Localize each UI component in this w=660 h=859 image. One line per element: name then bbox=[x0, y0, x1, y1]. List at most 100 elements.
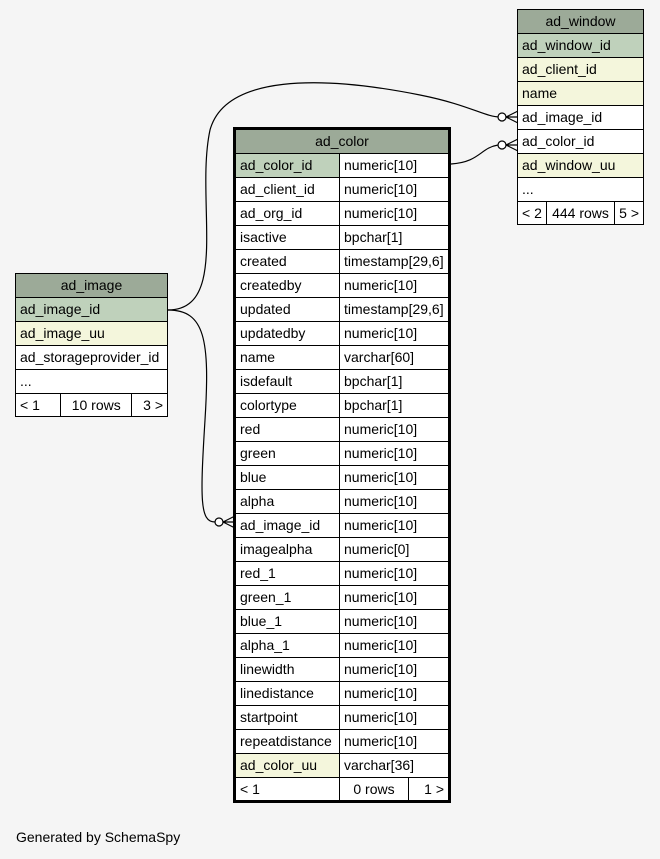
column-ad-image-uu[interactable]: ad_image_uu bbox=[15, 321, 168, 346]
column-name-cell[interactable]: isactive bbox=[234, 225, 340, 250]
column-name-cell[interactable]: ad_color_uu bbox=[234, 753, 340, 778]
column-name-cell[interactable]: linewidth bbox=[234, 657, 340, 682]
column-name-cell[interactable]: linedistance bbox=[234, 681, 340, 706]
column-name-cell[interactable]: blue_1 bbox=[234, 609, 340, 634]
column-name-cell[interactable]: updatedby bbox=[234, 321, 340, 346]
edge-ad-image-to-ad-color bbox=[167, 309, 216, 523]
children-link[interactable]: 1 > bbox=[407, 777, 451, 802]
column-name-cell[interactable]: created bbox=[234, 249, 340, 274]
column-type-cell: bpchar[1] bbox=[339, 369, 450, 394]
column-name-cell[interactable]: ad_client_id bbox=[234, 177, 340, 202]
column-ad-image-id[interactable]: ad_image_id bbox=[15, 297, 168, 322]
column-ad-storageprovider-id[interactable]: ad_storageprovider_id bbox=[15, 345, 168, 370]
column-more[interactable]: ... bbox=[517, 177, 644, 202]
crowfoot-optional-marker bbox=[214, 517, 224, 527]
column-ad-window-uu[interactable]: ad_window_uu bbox=[517, 153, 644, 178]
column-type-cell: numeric[10] bbox=[339, 657, 450, 682]
column-name[interactable]: name bbox=[517, 81, 644, 106]
column-ad-client-id[interactable]: ad_client_id bbox=[517, 57, 644, 82]
column-type-cell: varchar[60] bbox=[339, 345, 450, 370]
column-type-cell: numeric[10] bbox=[339, 561, 450, 586]
column-ad-color-id[interactable]: ad_color_id bbox=[517, 129, 644, 154]
column-name-cell[interactable]: ad_image_id bbox=[234, 513, 340, 538]
parents-link[interactable]: < 1 bbox=[15, 393, 61, 417]
table-ad-window[interactable]: ad_window ad_window_id ad_client_id name… bbox=[516, 9, 645, 225]
column-type-cell: timestamp[29,6] bbox=[339, 249, 450, 274]
row-count: 10 rows bbox=[59, 393, 133, 417]
column-name-cell[interactable]: alpha bbox=[234, 489, 340, 514]
column-name-cell[interactable]: blue bbox=[234, 465, 340, 490]
column-name-cell[interactable]: alpha_1 bbox=[234, 633, 340, 658]
parents-link[interactable]: < 2 bbox=[516, 201, 548, 225]
table-title[interactable]: ad_image bbox=[15, 273, 168, 298]
column-name-cell[interactable]: isdefault bbox=[234, 369, 340, 394]
column-name-cell[interactable]: colortype bbox=[234, 393, 340, 418]
column-name-cell[interactable]: green bbox=[234, 441, 340, 466]
column-type-cell: numeric[0] bbox=[339, 537, 450, 562]
column-name-cell[interactable]: repeatdistance bbox=[234, 729, 340, 754]
edge-ad-image-to-ad-window bbox=[167, 82, 501, 311]
column-ad-image-id[interactable]: ad_image_id bbox=[517, 105, 644, 130]
table-ad-image[interactable]: ad_image ad_image_id ad_image_uu ad_stor… bbox=[15, 273, 168, 417]
crowfoot-optional-marker bbox=[497, 112, 507, 122]
table-title[interactable]: ad_window bbox=[517, 9, 644, 34]
column-name-cell[interactable]: red_1 bbox=[234, 561, 340, 586]
children-link[interactable]: 3 > bbox=[131, 393, 168, 417]
column-name-cell[interactable]: green_1 bbox=[234, 585, 340, 610]
column-name-cell[interactable]: startpoint bbox=[234, 705, 340, 730]
column-type-cell: numeric[10] bbox=[339, 489, 450, 514]
column-type-cell: numeric[10] bbox=[339, 585, 450, 610]
column-type-cell: timestamp[29,6] bbox=[339, 297, 450, 322]
column-name-cell[interactable]: red bbox=[234, 417, 340, 442]
column-name-cell[interactable]: createdby bbox=[234, 273, 340, 298]
column-name-cell[interactable]: name bbox=[234, 345, 340, 370]
column-type-cell: numeric[10] bbox=[339, 441, 450, 466]
row-count: 0 rows bbox=[339, 777, 409, 802]
children-link[interactable]: 5 > bbox=[613, 201, 645, 225]
parents-link[interactable]: < 1 bbox=[234, 777, 340, 802]
column-type-cell: bpchar[1] bbox=[339, 225, 450, 250]
column-name-cell[interactable]: updated bbox=[234, 297, 340, 322]
column-type-cell: numeric[10] bbox=[339, 681, 450, 706]
column-ad-window-id[interactable]: ad_window_id bbox=[517, 33, 644, 58]
column-name-cell[interactable]: imagealpha bbox=[234, 537, 340, 562]
table-title[interactable]: ad_color bbox=[234, 128, 450, 154]
column-name-cell[interactable]: ad_color_id bbox=[234, 153, 340, 178]
column-type-cell: numeric[10] bbox=[339, 177, 450, 202]
column-type-cell: numeric[10] bbox=[339, 153, 450, 178]
column-name-cell[interactable]: ad_org_id bbox=[234, 201, 340, 226]
column-type-cell: varchar[36] bbox=[339, 753, 450, 778]
column-type-cell: numeric[10] bbox=[339, 273, 450, 298]
column-more[interactable]: ... bbox=[15, 369, 168, 394]
